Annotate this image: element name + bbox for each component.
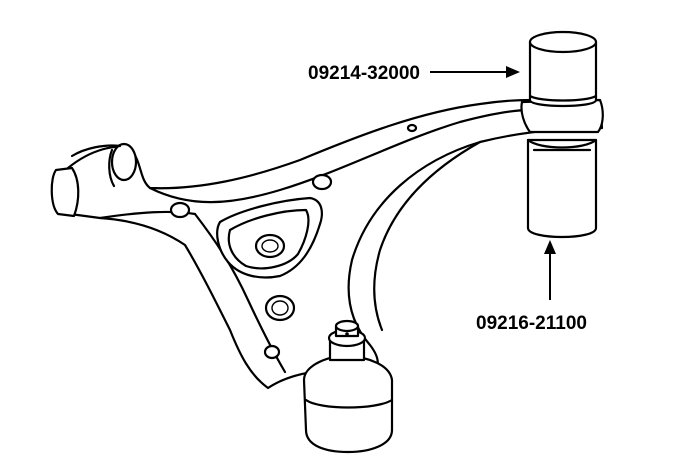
lower-part-number-label: 09216-21100 (476, 313, 587, 334)
lower-control-arm (50, 98, 604, 454)
front-bushing (50, 142, 138, 218)
arm-holes (169, 123, 418, 360)
upper-part-number-label: 09214-32000 (308, 63, 420, 84)
callout-arrow-upper (430, 66, 520, 78)
ball-joint (302, 319, 394, 454)
lower-tool-cylinder (526, 138, 598, 239)
upper-tool-cylinder (528, 30, 598, 108)
callout-arrow-lower (544, 240, 556, 300)
